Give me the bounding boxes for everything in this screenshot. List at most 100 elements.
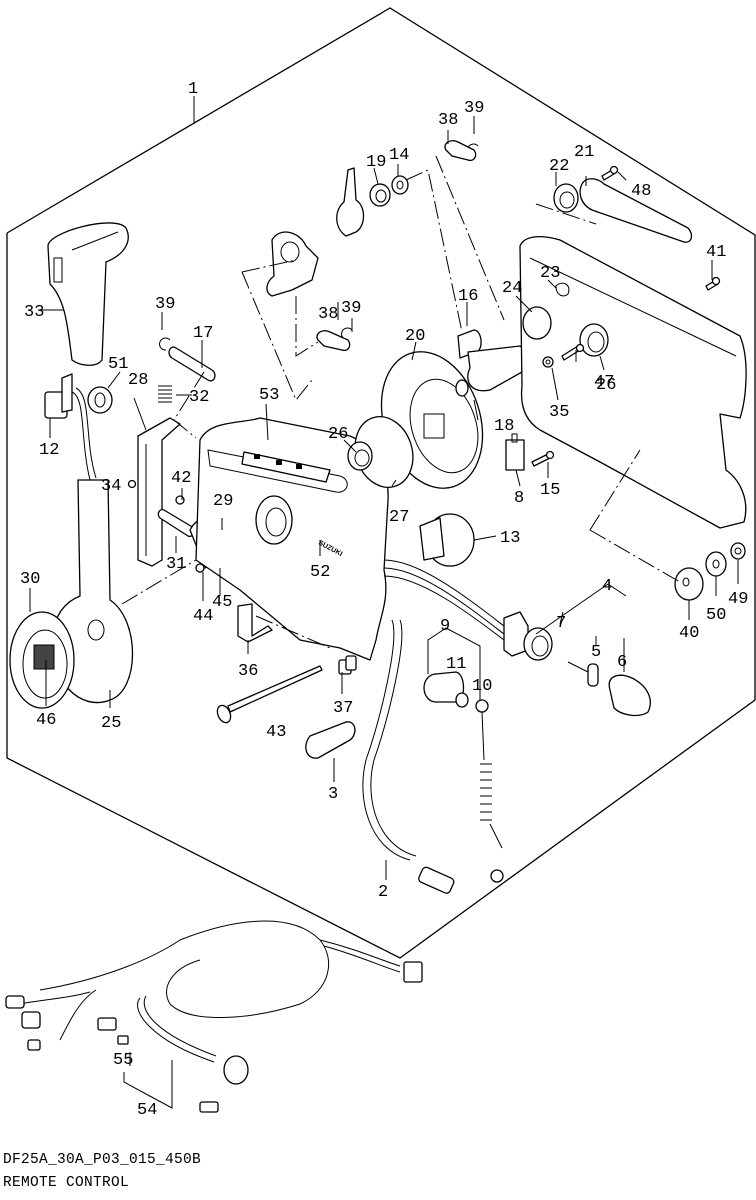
lever-21-part[interactable] bbox=[579, 178, 693, 243]
screw-15-part[interactable] bbox=[531, 450, 555, 467]
screw-47-part[interactable] bbox=[561, 343, 585, 361]
lanyard-part[interactable] bbox=[475, 699, 504, 883]
callout-40[interactable]: 40 bbox=[679, 624, 699, 643]
washer-14-part[interactable] bbox=[391, 175, 409, 195]
callout-27[interactable]: 27 bbox=[389, 508, 409, 527]
callout-31[interactable]: 31 bbox=[166, 555, 186, 574]
callout-39-mid[interactable]: 39 bbox=[341, 299, 361, 318]
screw-41-part[interactable] bbox=[705, 276, 721, 291]
callout-6[interactable]: 6 bbox=[617, 653, 627, 672]
callout-38-lower[interactable]: 38 bbox=[318, 305, 338, 324]
callout-35[interactable]: 35 bbox=[549, 403, 569, 422]
callout-2[interactable]: 2 bbox=[378, 883, 388, 902]
callout-47[interactable]: 47 bbox=[594, 373, 614, 392]
link-plate-31-part[interactable] bbox=[157, 508, 196, 538]
washer-50-part[interactable] bbox=[705, 551, 727, 577]
callout-42[interactable]: 42 bbox=[171, 469, 191, 488]
callout-24[interactable]: 24 bbox=[502, 279, 522, 298]
roller-18-part[interactable] bbox=[455, 379, 469, 397]
stop-switch-part[interactable] bbox=[423, 671, 469, 708]
callout-49[interactable]: 49 bbox=[728, 590, 748, 609]
screw-34-part[interactable] bbox=[127, 479, 137, 489]
screw-42-part[interactable] bbox=[175, 495, 185, 505]
callout-36[interactable]: 36 bbox=[238, 662, 258, 681]
clip-39-left-part[interactable] bbox=[159, 337, 171, 351]
callout-50[interactable]: 50 bbox=[706, 606, 726, 625]
callout-16[interactable]: 16 bbox=[458, 287, 478, 306]
callout-29[interactable]: 29 bbox=[213, 492, 233, 511]
bushing-19-part[interactable] bbox=[369, 183, 391, 207]
callout-12[interactable]: 12 bbox=[39, 441, 59, 460]
key-part[interactable] bbox=[567, 661, 599, 687]
detent-plate-24-part[interactable] bbox=[522, 306, 552, 340]
spring-32-part[interactable] bbox=[158, 385, 172, 403]
callout-13[interactable]: 13 bbox=[500, 529, 520, 548]
callout-11[interactable]: 11 bbox=[446, 655, 466, 674]
ignition-switch-part[interactable] bbox=[383, 559, 553, 661]
callout-43[interactable]: 43 bbox=[266, 723, 286, 742]
neutral-switch-part[interactable] bbox=[505, 433, 525, 471]
callout-17[interactable]: 17 bbox=[193, 324, 213, 343]
callout-5[interactable]: 5 bbox=[591, 643, 601, 662]
callout-1[interactable]: 1 bbox=[188, 80, 198, 99]
callout-34[interactable]: 34 bbox=[101, 477, 121, 496]
indicator-panel-part[interactable] bbox=[241, 451, 331, 483]
nut-49-part[interactable] bbox=[730, 542, 746, 560]
cable-mount-bracket-part[interactable] bbox=[266, 231, 319, 297]
callout-26-left[interactable]: 26 bbox=[328, 425, 348, 444]
callout-46[interactable]: 46 bbox=[36, 711, 56, 730]
callout-14[interactable]: 14 bbox=[389, 146, 409, 165]
washer-51-part[interactable] bbox=[87, 386, 113, 414]
callout-30[interactable]: 30 bbox=[20, 570, 40, 589]
lever-grip-part[interactable] bbox=[47, 222, 129, 366]
callout-25[interactable]: 25 bbox=[101, 714, 121, 733]
callout-39-left[interactable]: 39 bbox=[155, 295, 175, 314]
callout-10[interactable]: 10 bbox=[472, 677, 492, 696]
callout-48[interactable]: 48 bbox=[631, 182, 651, 201]
callout-32[interactable]: 32 bbox=[189, 388, 209, 407]
main-harness-part[interactable] bbox=[5, 920, 423, 1113]
callout-23[interactable]: 23 bbox=[540, 264, 560, 283]
bushing-26-right-part[interactable] bbox=[579, 323, 609, 357]
callout-37[interactable]: 37 bbox=[333, 699, 353, 718]
trim-switch-part[interactable] bbox=[44, 373, 97, 481]
housing-case-part[interactable]: SUZUKI bbox=[195, 417, 389, 661]
callout-33[interactable]: 33 bbox=[24, 303, 44, 322]
callout-19[interactable]: 19 bbox=[366, 153, 386, 172]
screw-48-part[interactable] bbox=[601, 165, 619, 181]
lever-bracket-part[interactable] bbox=[137, 417, 181, 567]
callout-45[interactable]: 45 bbox=[212, 593, 232, 612]
callout-39-top[interactable]: 39 bbox=[464, 99, 484, 118]
callout-28[interactable]: 28 bbox=[128, 371, 148, 390]
callout-21[interactable]: 21 bbox=[574, 143, 594, 162]
callout-38-upper[interactable]: 38 bbox=[438, 111, 458, 130]
callout-51[interactable]: 51 bbox=[108, 355, 128, 374]
wiring-harness-part[interactable] bbox=[362, 619, 455, 894]
cable-end-38-lower-part[interactable] bbox=[316, 330, 351, 352]
side-cover-part[interactable] bbox=[519, 235, 747, 529]
cable-end-38-upper-part[interactable] bbox=[444, 140, 477, 162]
shift-arm-part[interactable] bbox=[336, 167, 365, 237]
callout-8[interactable]: 8 bbox=[514, 489, 524, 508]
grommet-37-part[interactable] bbox=[338, 655, 357, 675]
clip-36-part[interactable] bbox=[237, 603, 273, 643]
callout-7[interactable]: 7 bbox=[556, 614, 566, 633]
cushion-40-part[interactable] bbox=[674, 567, 704, 601]
callout-9[interactable]: 9 bbox=[440, 617, 450, 636]
callout-4[interactable]: 4 bbox=[602, 577, 612, 596]
washer-35-part[interactable] bbox=[542, 356, 554, 368]
callout-22[interactable]: 22 bbox=[549, 157, 569, 176]
callout-55[interactable]: 55 bbox=[113, 1051, 133, 1070]
buzzer-part[interactable] bbox=[419, 513, 475, 567]
nut-46-part[interactable] bbox=[33, 644, 55, 670]
callout-41[interactable]: 41 bbox=[706, 243, 726, 262]
switch-cap-part[interactable] bbox=[608, 674, 651, 717]
pin-17-part[interactable] bbox=[168, 346, 216, 382]
spring-23-part[interactable] bbox=[555, 282, 570, 297]
fuse-55-part[interactable] bbox=[117, 1035, 129, 1045]
callout-53[interactable]: 53 bbox=[259, 386, 279, 405]
seal-22-part[interactable] bbox=[553, 183, 579, 213]
callout-20[interactable]: 20 bbox=[405, 327, 425, 346]
callout-3[interactable]: 3 bbox=[328, 785, 338, 804]
callout-18[interactable]: 18 bbox=[494, 417, 514, 436]
